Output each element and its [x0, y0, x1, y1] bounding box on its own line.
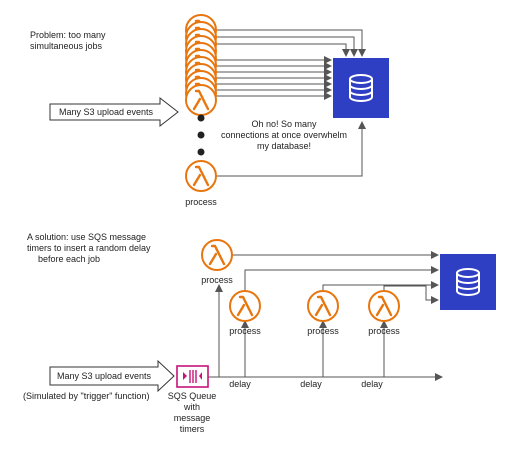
process-label: process — [229, 326, 261, 336]
queue-label-line1: SQS Queue — [168, 391, 217, 401]
problem-title-line1: Problem: too many — [30, 30, 106, 40]
sqs-queue-icon — [176, 365, 209, 388]
lambda-icon — [367, 289, 401, 323]
warning-line2: connections at once overwhelm — [221, 130, 347, 140]
delay-label: delay — [361, 379, 383, 389]
lambda-icon — [184, 83, 218, 117]
ellipsis-dots — [197, 114, 205, 156]
warning-line3: my database! — [257, 141, 311, 151]
lambda-icon — [306, 289, 340, 323]
queue-label-line3: message — [174, 413, 211, 423]
problem-events-label: Many S3 upload events — [59, 107, 154, 117]
trigger-note: (Simulated by "trigger" function) — [23, 391, 149, 401]
solution-title-line3: before each job — [38, 254, 100, 264]
lambda-icon — [184, 159, 218, 193]
database-icon — [333, 58, 389, 118]
delay-label: delay — [300, 379, 322, 389]
warning-line1: Oh no! So many — [251, 119, 317, 129]
solution-title-line2: timers to insert a random delay — [27, 243, 151, 253]
solution-events-label: Many S3 upload events — [57, 371, 152, 381]
block-arrow-icon — [49, 359, 175, 393]
problem-title-line2: simultaneous jobs — [30, 41, 103, 51]
lambda-icon — [228, 289, 262, 323]
process-label: process — [185, 197, 217, 207]
solution-connections — [208, 251, 443, 381]
queue-label-line4: timers — [180, 424, 205, 434]
queue-label-line2: with — [183, 402, 200, 412]
delay-label: delay — [229, 379, 251, 389]
lambda-stack — [184, 13, 218, 117]
process-label: process — [368, 326, 400, 336]
problem-connections — [207, 29, 366, 177]
process-label: process — [307, 326, 339, 336]
process-label: process — [201, 275, 233, 285]
database-icon — [440, 254, 496, 310]
block-arrow-icon — [49, 96, 179, 128]
solution-title-line1: A solution: use SQS message — [27, 232, 146, 242]
lambda-icon — [200, 238, 234, 272]
